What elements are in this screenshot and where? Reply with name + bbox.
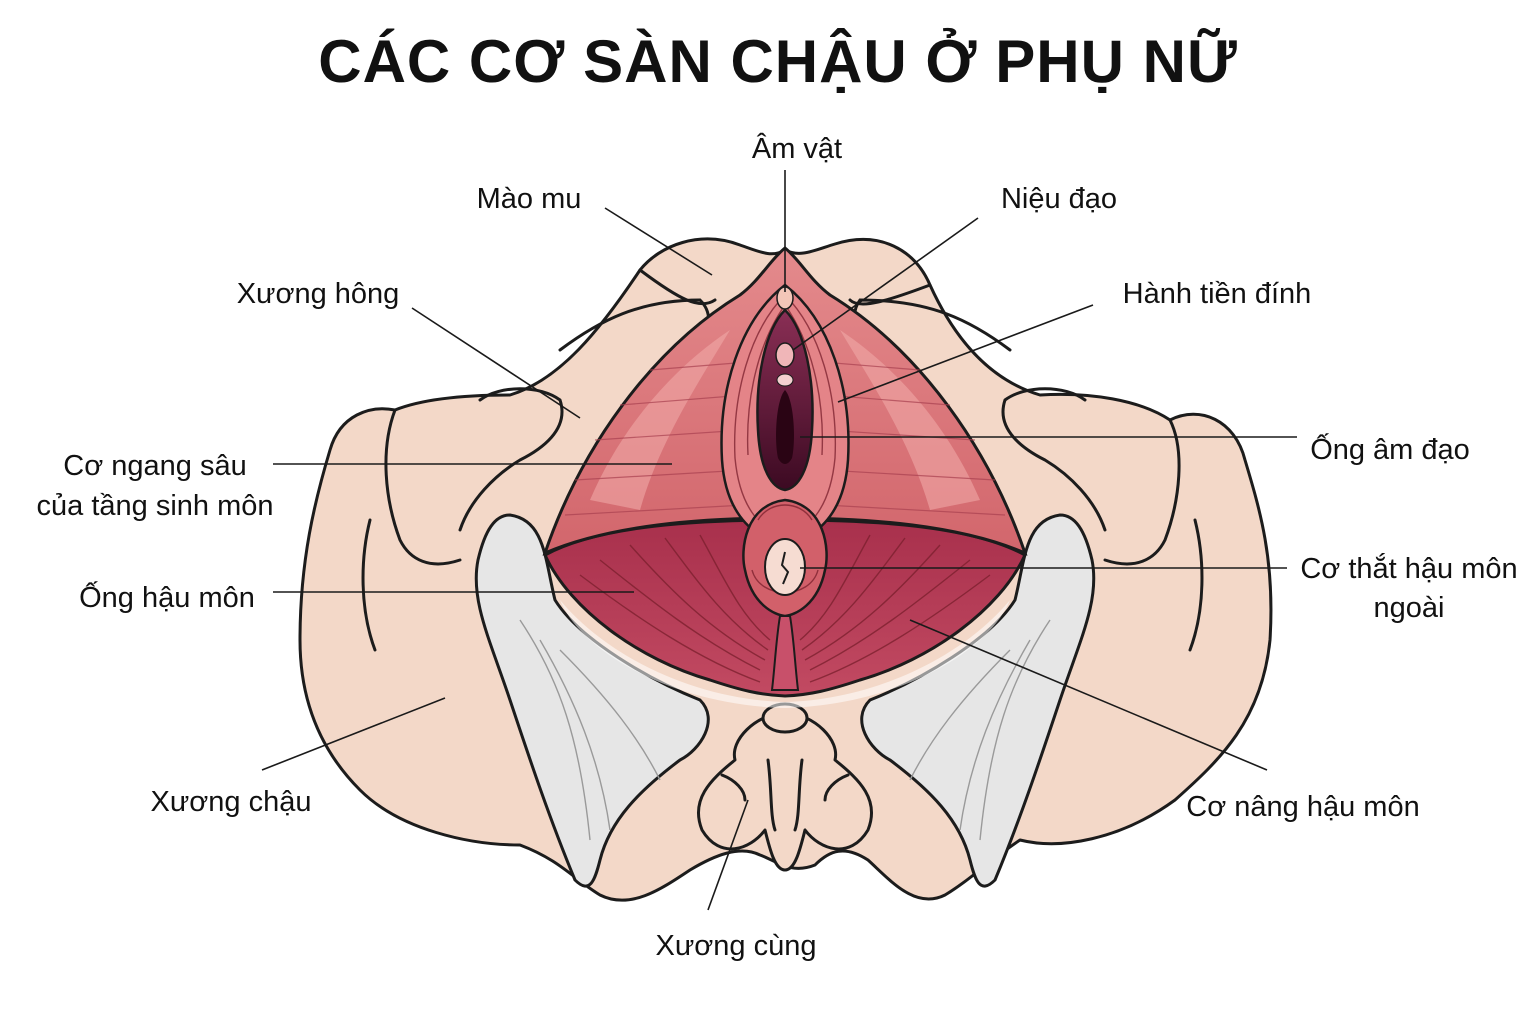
leader-lines <box>261 170 1297 911</box>
label-co-that-line2: ngoài <box>1374 592 1445 624</box>
label-am-vat: Âm vật <box>752 132 842 165</box>
label-hanh-tien-dinh: Hành tiền đính <box>1123 278 1312 310</box>
label-co-ngang-sau-line1: Cơ ngang sâu <box>63 450 246 482</box>
label-xuong-hong: Xương hông <box>237 278 400 310</box>
label-co-that-line1: Cơ thắt hậu môn <box>1300 552 1517 585</box>
label-ong-am-dao: Ống âm đạo <box>1310 432 1470 466</box>
label-co-nang: Cơ nâng hậu môn <box>1186 791 1419 823</box>
label-ong-hau-mon: Ống hậu môn <box>79 580 255 614</box>
label-co-ngang-sau-line2: của tầng sinh môn <box>37 490 274 522</box>
label-mao-mu: Mào mu <box>477 183 582 215</box>
label-xuong-cung: Xương cùng <box>656 930 817 962</box>
page-title: CÁC CƠ SÀN CHẬU Ở PHỤ NỮ <box>318 28 1238 95</box>
pelvic-floor-muscles <box>542 246 1028 708</box>
labels: Âm vật Mào mu Niệu đạo Xương hông Hành t… <box>37 132 1518 962</box>
label-nieu-dao: Niệu đạo <box>1001 183 1117 215</box>
label-xuong-chau: Xương chậu <box>151 786 312 818</box>
